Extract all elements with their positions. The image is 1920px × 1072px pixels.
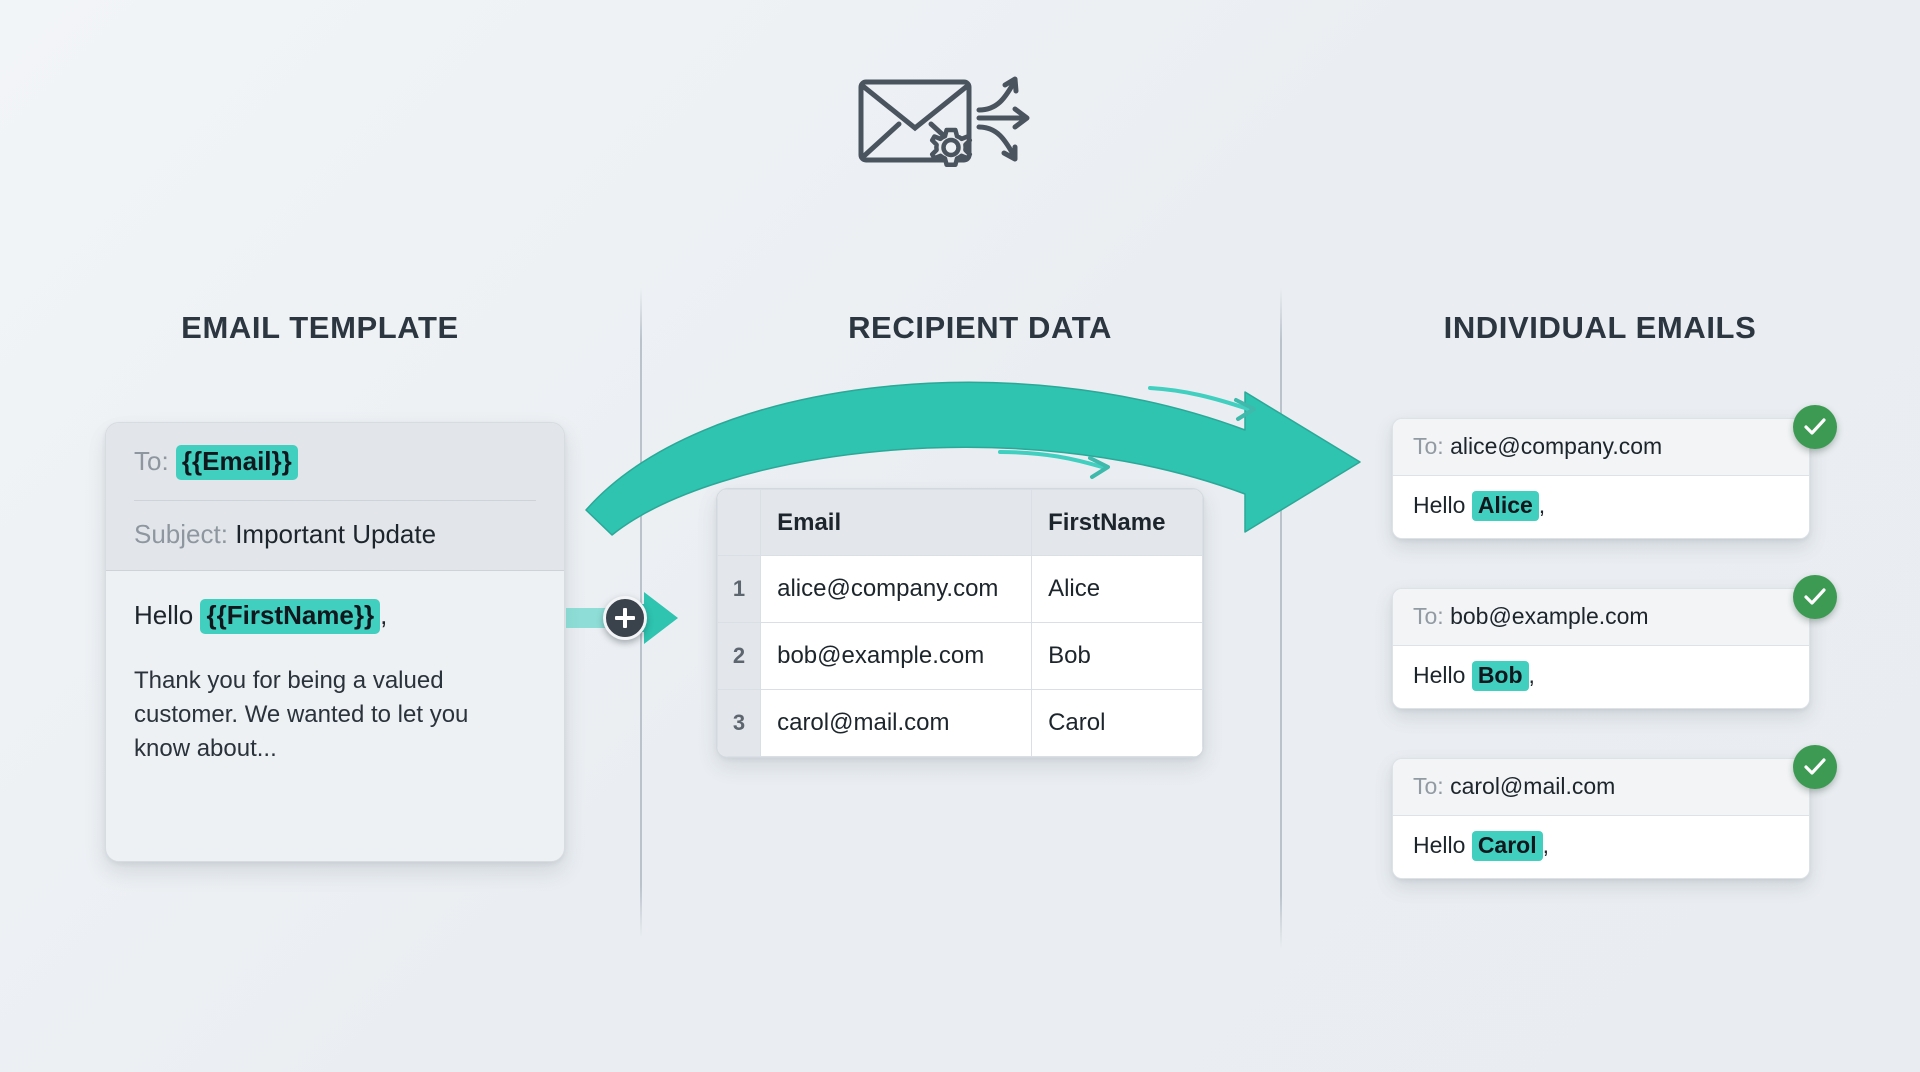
email-to-value: alice@company.com [1450, 433, 1663, 459]
email-card-body: Hello Alice, [1393, 476, 1809, 538]
column-header-email: Email [760, 489, 1033, 556]
email-merged-name: Bob [1471, 661, 1529, 691]
email-card-body: Hello Carol, [1393, 816, 1809, 878]
individual-email-card[interactable]: To: bob@example.com Hello Bob, [1392, 588, 1810, 709]
email-merged-name: Alice [1471, 491, 1539, 521]
table-row[interactable]: 3 carol@mail.com Carol [717, 689, 1203, 757]
email-to-label: To: [1413, 433, 1444, 459]
email-greeting-suffix: , [1538, 492, 1546, 518]
sent-check-icon [1793, 405, 1837, 449]
template-subject-row: Subject: Important Update [134, 519, 536, 550]
sent-check-icon [1793, 745, 1837, 789]
individual-email-card[interactable]: To: carol@mail.com Hello Carol, [1392, 758, 1810, 879]
divider-right [1280, 288, 1282, 948]
email-to-value: bob@example.com [1450, 603, 1649, 629]
mail-merge-gear-icon [855, 68, 1055, 188]
email-greeting-suffix: , [1528, 662, 1535, 688]
sent-check-icon [1793, 575, 1837, 619]
email-greeting-prefix: Hello [1413, 832, 1466, 858]
email-to-value: carol@mail.com [1450, 773, 1616, 799]
heading-recipient-data: RECIPIENT DATA [848, 310, 1112, 345]
merge-tag-email: {{Email}} [175, 445, 298, 480]
table-header-row: Email FirstName [717, 489, 1203, 556]
table-row[interactable]: 2 bob@example.com Bob [717, 622, 1203, 690]
email-card-body: Hello Bob, [1393, 646, 1809, 708]
row-index: 3 [717, 689, 762, 757]
template-to-row: To: {{Email}} [134, 445, 536, 480]
recipient-data-table[interactable]: Email FirstName 1 alice@company.com Alic… [716, 488, 1204, 758]
email-card-header: To: bob@example.com [1393, 589, 1809, 646]
row-index: 2 [717, 622, 762, 690]
template-greeting-prefix: Hello [134, 600, 194, 630]
template-subject-label: Subject: [134, 519, 228, 549]
template-greeting-suffix: , [380, 600, 388, 630]
cell-firstname: Bob [1031, 622, 1203, 690]
email-card-header: To: alice@company.com [1393, 419, 1809, 476]
template-body-text: Thank you for being a valued customer. W… [134, 667, 469, 763]
row-index: 1 [717, 555, 762, 623]
template-subject-value: Important Update [235, 519, 437, 549]
heading-individual-emails: INDIVIDUAL EMAILS [1443, 310, 1757, 345]
email-greeting-suffix: , [1542, 832, 1549, 858]
template-greeting: Hello {{FirstName}}, [134, 599, 536, 634]
merge-tag-firstname: {{FirstName}} [200, 599, 381, 634]
email-to-label: To: [1413, 603, 1444, 629]
table-row[interactable]: 1 alice@company.com Alice [717, 555, 1203, 623]
plus-circle-icon[interactable] [603, 596, 647, 640]
cell-email: carol@mail.com [760, 689, 1033, 757]
template-to-label: To: [134, 446, 169, 476]
email-greeting-prefix: Hello [1413, 492, 1466, 518]
merge-connector [566, 582, 686, 654]
cell-firstname: Carol [1031, 689, 1203, 757]
heading-email-template: EMAIL TEMPLATE [181, 310, 459, 345]
email-to-label: To: [1413, 773, 1444, 799]
email-merged-name: Carol [1471, 831, 1543, 861]
email-card-header: To: carol@mail.com [1393, 759, 1809, 816]
column-header-index [717, 489, 762, 556]
cell-firstname: Alice [1031, 555, 1203, 623]
cell-email: bob@example.com [760, 622, 1033, 690]
individual-email-card[interactable]: To: alice@company.com Hello Alice, [1392, 418, 1810, 539]
template-header-rule [134, 500, 536, 501]
email-template-card[interactable]: To: {{Email}} Subject: Important Update … [105, 422, 565, 862]
cell-email: alice@company.com [760, 555, 1033, 623]
template-card-body: Hello {{FirstName}}, Thank you for being… [106, 571, 564, 793]
template-card-header: To: {{Email}} Subject: Important Update [106, 423, 564, 571]
column-header-firstname: FirstName [1031, 489, 1203, 556]
email-greeting-prefix: Hello [1413, 662, 1466, 688]
